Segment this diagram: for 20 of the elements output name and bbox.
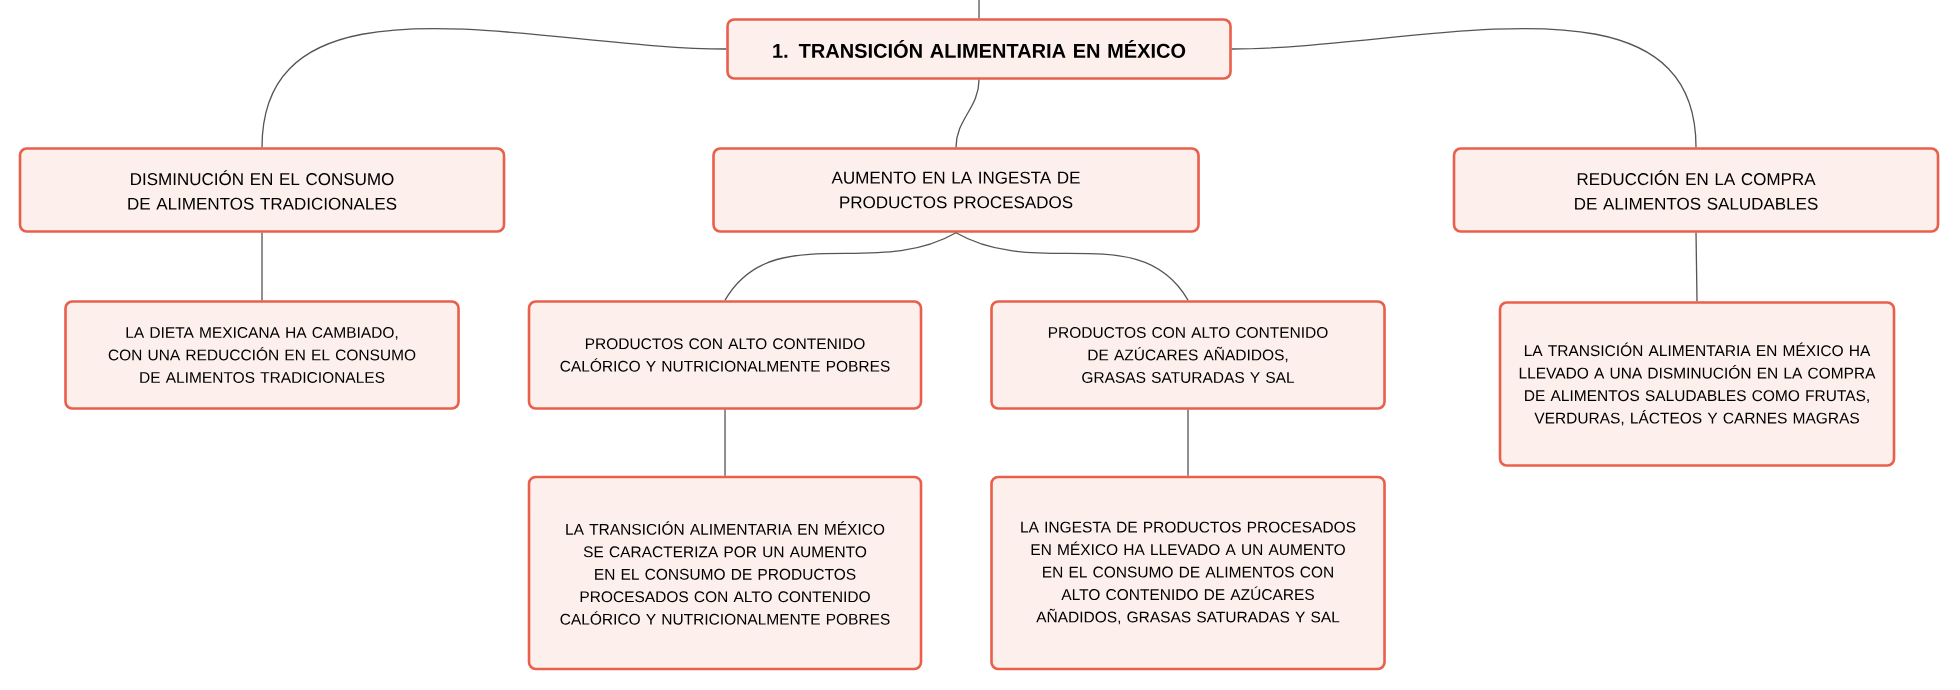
connector-line [955, 232, 1189, 301]
topic-box: DISMINUCIÓN EN EL CONSUMO DE ALIMENTOS TRADICIONALES [18, 147, 506, 233]
connector-line [261, 232, 263, 301]
title-box: 1. TRANSICIÓN ALIMENTARIA EN MÉXICO [726, 18, 1232, 80]
topic-box: PRODUCTOS CON ALTO CONTENIDO DE AZÚCARES AÑADIDOS, GRASAS SATURADAS Y SAL [990, 300, 1386, 410]
connector-line [724, 232, 957, 301]
connector-line [955, 79, 980, 148]
topic-box: LA DIETA MEXICANA HA CAMBIADO, CON UNA REDUCCIÓN EN EL CONSUMO DE ALIMENTOS TRADICIONALES [64, 300, 460, 410]
topic-box: LA INGESTA DE PRODUCTOS PROCESADOS EN MÉXICO HA LLEVADO A UN AUMENTO EN EL CONSUMO DE ALIMENTOS CON ALTO CONTENIDO DE AZÚCARES AÑADIDOS, GRASAS SATURADAS Y SAL [990, 475, 1386, 671]
connector-line [978, 0, 980, 19]
connector-line [724, 409, 726, 477]
topic-box: REDUCCIÓN EN LA COMPRA DE ALIMENTOS SALUDABLES [1452, 147, 1940, 233]
topic-box: PRODUCTOS CON ALTO CONTENIDO CALÓRICO Y NUTRICIONALMENTE POBRES [527, 300, 923, 410]
topic-box: AUMENTO EN LA INGESTA DE PRODUCTOS PROCESADOS [712, 147, 1200, 233]
topic-box: LA TRANSICIÓN ALIMENTARIA EN MÉXICO HA LLEVADO A UNA DISMINUCIÓN EN LA COMPRA DE ALIMENTOS SALUDABLES COMO FRUTAS, VERDURAS, LÁCTEOS Y CARNES MAGRAS [1498, 301, 1896, 467]
connector-line [261, 27, 727, 148]
connector-line [1187, 409, 1189, 477]
topic-box: LA TRANSICIÓN ALIMENTARIA EN MÉXICO SE CARACTERIZA POR UN AUMENTO EN EL CONSUMO DE PRODUCTOS PROCESADOS CON ALTO CONTENIDO CALÓRICO Y NUTRICIONALMENTE POBRES [527, 475, 923, 671]
connector-line [1695, 232, 1698, 302]
connector-line [1231, 27, 1697, 148]
